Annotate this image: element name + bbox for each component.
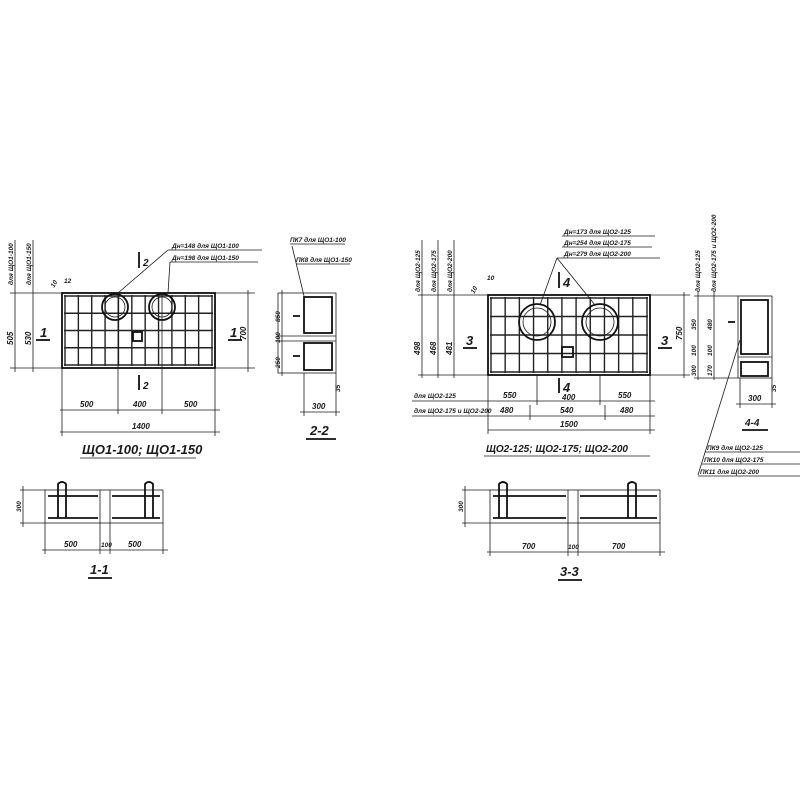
dim-label-2: для ЩО2-175 (430, 250, 438, 292)
row2-dim-mid: 540 (560, 406, 574, 415)
callout-diameter-1: Дн=173 для ЩО2-125 (563, 228, 631, 236)
pipe-opening-inner (585, 307, 615, 337)
dim-small-12: 12 (64, 278, 72, 285)
dim-100: 100 (101, 542, 112, 549)
top-label-1: для ЩО2-125 (694, 250, 702, 292)
dim-label-2: для ЩО1-150 (25, 243, 33, 285)
callout-diameter-2: Дн=254 для ЩО2-175 (563, 239, 631, 247)
slab-outline (487, 294, 651, 376)
rebar-grid (490, 297, 648, 373)
section-mark-3-left: 3 (466, 333, 474, 348)
dim-300: 300 (748, 394, 762, 403)
slab-outline (61, 292, 216, 369)
dim-500-left: 500 (64, 540, 78, 549)
pipe-opening (518, 303, 556, 341)
dim-label-1: для ЩО1-100 (7, 243, 15, 285)
dim-498: 498 (413, 341, 422, 356)
dim-700-left: 700 (522, 542, 536, 551)
callout-diameter-1: Дн=148 для ЩО1-100 (171, 242, 239, 250)
callout-pk10: ПК10 для ЩО2-175 (704, 456, 764, 464)
section-1-1: 300 500 100 500 1-1 (16, 481, 168, 579)
section-2-2: ПК7 для ЩО1-100 ПК8 для ЩО1-150 850 100 … (275, 236, 352, 440)
dim-35: 35 (335, 384, 342, 392)
section-title-1-1: 1-1 (90, 562, 109, 577)
drawing-title-sch01: ЩО1-100; ЩО1-150 (82, 442, 203, 457)
plan-sch01: Дн=148 для ЩО1-100 Дн=198 для ЩО1-150 2 … (6, 240, 262, 459)
dim-500-right: 500 (184, 400, 198, 409)
dim-500-right: 500 (128, 540, 142, 549)
section-mark-1-right: 1 (230, 325, 237, 340)
dim-530: 530 (24, 331, 33, 345)
callout-diameter-3: Дн=279 для ЩО2-200 (563, 250, 631, 258)
row2-dim-left: 480 (499, 406, 514, 415)
callout-diameter-2: Дн=198 для ЩО1-150 (171, 254, 239, 262)
dim-small-10b: 10 (487, 275, 495, 282)
dim-700: 700 (239, 326, 248, 340)
dim-750: 750 (675, 326, 684, 340)
section-4-4: для ЩО2-125 для ЩО2-175 и ЩО2-200 350 10… (691, 214, 800, 477)
dim-300: 300 (16, 501, 23, 512)
dim-480: 480 (707, 319, 714, 331)
row2-label: для ЩО2-175 и ЩО2-200 (414, 407, 492, 415)
section-title-3-3: 3-3 (560, 564, 580, 579)
row1-label: для ЩО2-125 (414, 392, 456, 400)
dim-label-3: для ЩО2-200 (446, 250, 454, 292)
section-mark-4-top: 4 (562, 275, 571, 290)
dim-100-a: 100 (691, 345, 698, 356)
dim-850: 850 (275, 311, 282, 322)
section-mark-1-left: 1 (40, 325, 47, 340)
dim-350: 350 (691, 319, 698, 330)
dim-300-a: 300 (691, 365, 698, 376)
top-label-2: для ЩО2-175 и ЩО2-200 (710, 214, 718, 292)
dim-label-1: для ЩО2-125 (414, 250, 422, 292)
dim-100-b: 100 (707, 345, 714, 356)
square-opening (132, 331, 143, 342)
dim-468: 468 (429, 341, 438, 356)
dim-300: 300 (458, 501, 465, 512)
dim-170: 170 (707, 365, 714, 376)
section-mark-2-top: 2 (142, 258, 149, 269)
callout-pk9: ПК9 для ЩО2-125 (707, 444, 763, 452)
dim-1400: 1400 (132, 422, 150, 431)
section-mark-3-right: 3 (661, 333, 669, 348)
rebar-grid (64, 295, 213, 366)
section-title-4-4: 4-4 (744, 418, 760, 429)
row1-dim-mid: 400 (561, 393, 576, 402)
pipe-opening-inner (104, 296, 126, 318)
row2-dim-right: 480 (619, 406, 634, 415)
dim-481: 481 (445, 341, 454, 356)
dim-700-right: 700 (612, 542, 626, 551)
section-3-3: 300 700 100 700 3-3 (458, 481, 665, 581)
dim-505: 505 (6, 331, 15, 345)
row1-dim-right: 550 (618, 391, 632, 400)
callout-pk8: ПК8 для ЩО1-150 (296, 256, 352, 264)
dim-500-left: 500 (80, 400, 94, 409)
callout-pk11: ПК11 для ЩО2-200 (700, 468, 759, 476)
pipe-opening (581, 303, 619, 341)
section-title-2-2: 2-2 (309, 423, 330, 438)
section-mark-4-bottom: 4 (562, 380, 571, 395)
section-mark-2-bottom: 2 (142, 381, 149, 392)
plan-sch02: Дн=173 для ЩО2-125 Дн=254 для ЩО2-175 Дн… (412, 228, 690, 457)
drawing-title-sch02: ЩО2-125; ЩО2-175; ЩО2-200 (486, 444, 628, 455)
dim-300: 300 (312, 402, 326, 411)
dim-400: 400 (132, 400, 147, 409)
dim-100: 100 (568, 544, 579, 551)
dim-35: 35 (771, 384, 778, 392)
square-opening (561, 346, 574, 358)
callout-pk7: ПК7 для ЩО1-100 (290, 236, 346, 244)
pipe-opening-inner (522, 307, 552, 337)
dim-250: 250 (275, 357, 282, 369)
dim-100: 100 (275, 332, 282, 343)
dim-small-10a: 10 (470, 285, 480, 295)
row1-dim-left: 550 (503, 391, 517, 400)
dim-small-10: 10 (50, 279, 60, 289)
pipe-opening (101, 293, 129, 321)
dim-1500: 1500 (560, 420, 578, 429)
